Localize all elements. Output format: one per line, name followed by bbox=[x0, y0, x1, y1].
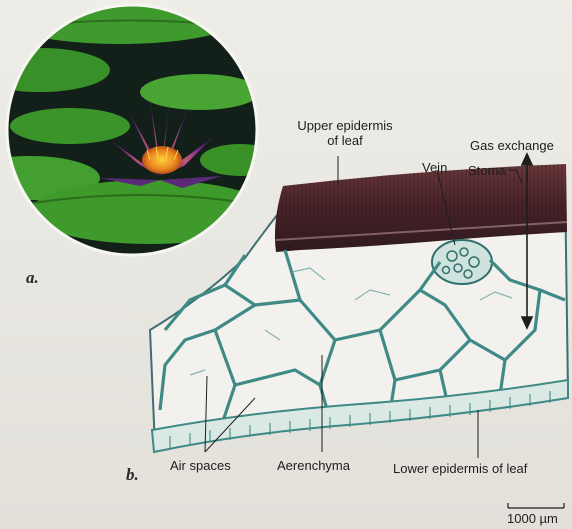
label-vein: Vein bbox=[422, 160, 447, 175]
panel-a-letter: a. bbox=[26, 268, 39, 288]
label-stoma: Stoma bbox=[468, 163, 506, 178]
scale-bar-line bbox=[508, 503, 564, 508]
label-aerenchyma: Aerenchyma bbox=[277, 458, 350, 473]
label-upper-epidermis-line2: of leaf bbox=[290, 133, 400, 148]
label-gas-exchange: Gas exchange bbox=[470, 138, 554, 153]
label-upper-epidermis: Upper epidermis of leaf bbox=[290, 118, 400, 148]
vascular-bundle bbox=[432, 240, 492, 284]
scale-bar-label: 1000 µm bbox=[507, 511, 558, 526]
water-lily-photo bbox=[0, 0, 280, 260]
label-upper-epidermis-line1: Upper epidermis bbox=[290, 118, 400, 133]
label-lower-epidermis: Lower epidermis of leaf bbox=[393, 461, 527, 476]
label-air-spaces: Air spaces bbox=[170, 458, 231, 473]
panel-b-letter: b. bbox=[126, 465, 139, 485]
